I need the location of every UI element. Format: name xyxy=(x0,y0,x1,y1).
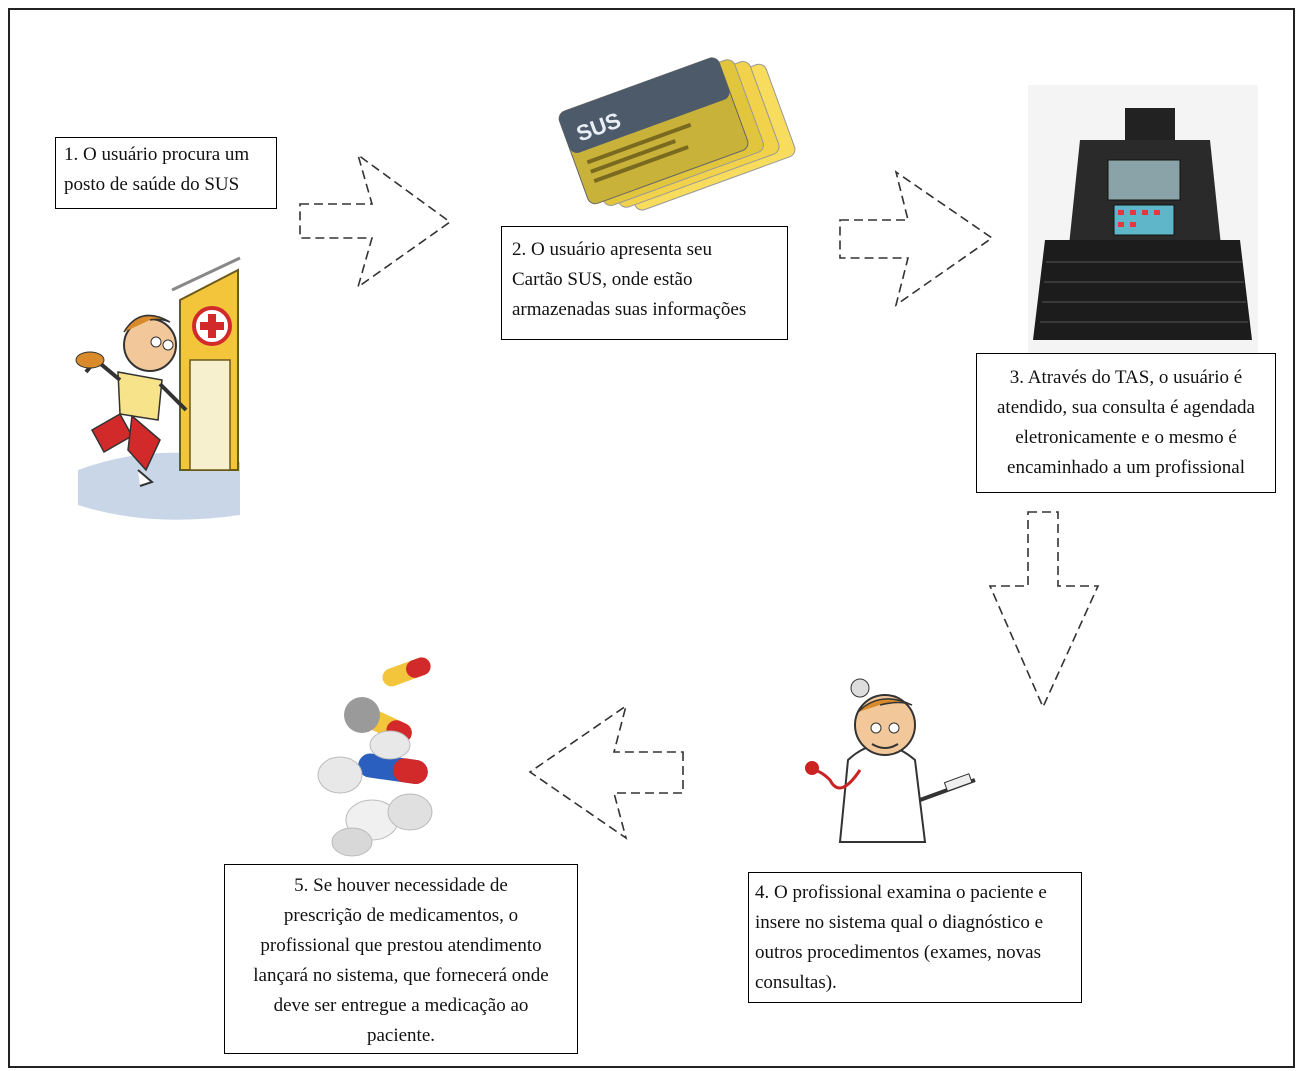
tas-terminal-icon xyxy=(1028,85,1258,353)
step-5-line: paciente. xyxy=(366,1025,436,1046)
step-2-line: armazenadas suas informações xyxy=(512,299,747,320)
doctor-with-stethoscope-icon xyxy=(805,678,976,843)
step-4-line: 4. O profissional examina o paciente e xyxy=(755,882,1047,903)
step-4-line: insere no sistema qual o diagnóstico e xyxy=(755,912,1044,933)
step-5-line: lançará no sistema, que fornecerá onde xyxy=(253,965,549,986)
step-3-line: 3. Através do TAS, o usuário é xyxy=(1009,367,1243,388)
step-3-box: 3. Através do TAS, o usuário é atendido,… xyxy=(976,353,1276,493)
step-5-box: 5. Se houver necessidade de prescrição d… xyxy=(224,864,578,1054)
arrow-step3-to-step4 xyxy=(988,511,1100,709)
step-5-line: 5. Se houver necessidade de xyxy=(294,875,508,896)
step-4-box: 4. O profissional examina o paciente e i… xyxy=(748,872,1082,1003)
step-4-line: consultas). xyxy=(755,972,837,993)
step-2-line: Cartão SUS, onde estão xyxy=(512,269,693,290)
step-4-line: outros procedimentos (exames, novas xyxy=(755,942,1041,963)
step-1-line: 1. O usuário procura um xyxy=(64,144,250,165)
step-3-line: atendido, sua consulta é agendada xyxy=(997,397,1255,418)
step-1-line: posto de saúde do SUS xyxy=(64,174,240,195)
step-3-line: encaminhado a um profissional xyxy=(1007,457,1245,478)
arrow-step4-to-step5 xyxy=(528,704,684,840)
medication-pills-icon xyxy=(317,657,433,857)
step-5-line: prescrição de medicamentos, o xyxy=(283,905,519,926)
sus-card-icon: SUS xyxy=(558,57,796,211)
arrow-step1-to-step2 xyxy=(299,152,452,289)
step-5-line: profissional que prestou atendimento xyxy=(260,935,542,956)
step-5-line: deve ser entregue a medicação ao xyxy=(273,995,529,1016)
person-running-to-clinic-icon xyxy=(75,256,241,520)
step-2-line: 2. O usuário apresenta seu xyxy=(512,239,712,260)
step-1-box: 1. O usuário procura um posto de saúde d… xyxy=(55,137,277,209)
step-3-line: eletronicamente e o mesmo é xyxy=(1015,427,1237,448)
step-2-box: 2. O usuário apresenta seu Cartão SUS, o… xyxy=(501,226,788,340)
arrow-step2-to-step3 xyxy=(839,170,994,307)
